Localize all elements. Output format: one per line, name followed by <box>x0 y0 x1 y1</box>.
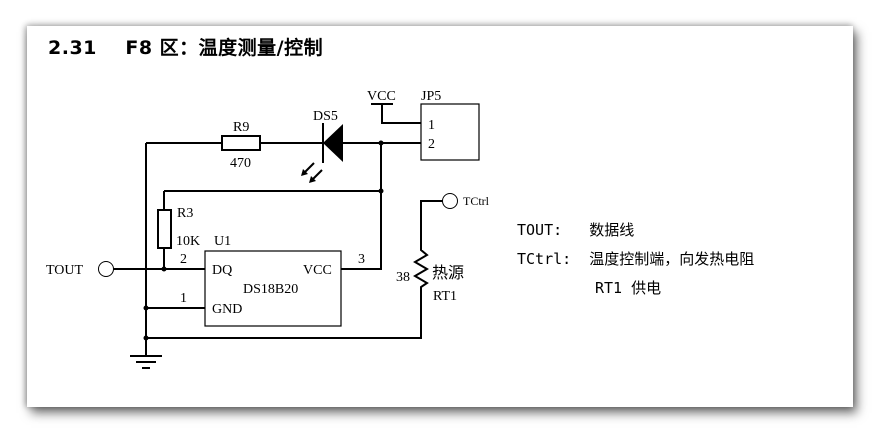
wire-bottom <box>146 290 422 339</box>
junction-dot <box>143 335 149 341</box>
tout-label: TOUT <box>46 263 84 278</box>
u1-pin-gnd: GND <box>212 302 242 317</box>
description-row: RT1 供电 <box>595 277 661 298</box>
page-panel <box>27 26 853 407</box>
tctrl-terminal-icon <box>442 193 458 209</box>
u1-pin-num-dq: 2 <box>180 252 187 267</box>
description-text: 数据线 <box>589 221 635 239</box>
vcc-label: VCC <box>367 89 396 104</box>
junction-dot <box>378 188 384 194</box>
wire-right-vertical <box>341 143 382 270</box>
rt1-ref: RT1 <box>433 289 457 304</box>
r3-value: 10K <box>176 234 200 249</box>
r3-ref: R3 <box>177 206 193 221</box>
jp5-pin1: 1 <box>428 118 435 133</box>
u1-ref: U1 <box>214 234 231 249</box>
ds5-led-icon <box>323 124 343 162</box>
jp5-box <box>420 103 480 161</box>
r9-resistor <box>221 135 261 151</box>
wire-rt1-tctrl <box>420 200 443 247</box>
u1-pin-num-gnd: 1 <box>180 291 187 306</box>
description-text: 温度控制端，向发热电阻 <box>589 250 755 268</box>
led-arrowhead-2 <box>309 176 316 183</box>
r3-resistor <box>157 209 172 249</box>
section-number: 2.31 <box>48 37 97 59</box>
rt1-name: 热源 <box>432 263 464 282</box>
u1-part: DS18B20 <box>243 282 298 297</box>
tctrl-label: TCtrl <box>463 194 490 208</box>
u1-pin-num-vcc: 3 <box>358 252 365 267</box>
r9-ref: R9 <box>233 120 249 135</box>
tout-terminal-icon <box>98 261 114 277</box>
led-arrowhead-1 <box>301 169 308 176</box>
section-heading: F8 区：温度测量/控制 <box>125 37 324 59</box>
wire-vcc-jp5 <box>381 104 421 124</box>
r9-value: 470 <box>230 156 251 171</box>
rt1-thermistor <box>413 247 429 290</box>
u1-pin-vcc: VCC <box>303 263 332 278</box>
jp5-ref: JP5 <box>421 89 441 104</box>
description-row: TCtrl: 温度控制端，向发热电阻 <box>517 248 754 269</box>
u1-box <box>204 250 342 327</box>
description-key: TCtrl: <box>517 250 572 268</box>
description-text: RT1 供电 <box>595 279 662 297</box>
ground-icon <box>130 355 162 369</box>
junction-dot <box>378 140 384 146</box>
description-key: TOUT: <box>517 221 563 239</box>
description-row: TOUT: 数据线 <box>517 219 634 240</box>
junction-dot <box>143 305 149 311</box>
section-title: 2.31 F8 区：温度测量/控制 <box>48 33 323 60</box>
wire-r3-top <box>163 190 381 210</box>
ds5-ref: DS5 <box>313 109 338 124</box>
rt1-value: 38 <box>396 270 410 285</box>
jp5-pin2: 2 <box>428 137 435 152</box>
u1-pin-dq: DQ <box>212 263 232 278</box>
junction-dot <box>161 266 167 272</box>
